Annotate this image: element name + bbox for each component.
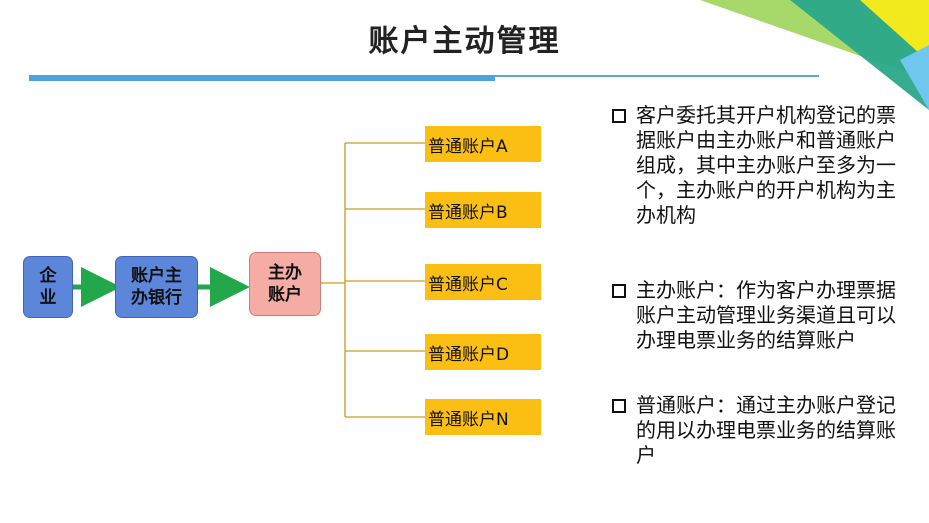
main-bank-box: 账户主 办银行 [115,256,198,318]
account-a-box: 普通账户A [425,126,541,162]
main-account-box: 主办 账户 [249,252,321,316]
account-d-box: 普通账户D [425,334,541,370]
bullet-text: 客户委托其开户机构登记的票据账户由主办账户和普通账户组成，其中主办账户至多为一个… [636,103,896,227]
bullet-item: 主办账户：作为客户办理票据账户主动管理业务渠道且可以办理电票业务的结算账户 [612,278,912,393]
bullet-text: 普通账户：通过主办账户登记的用以办理电票业务的结算账户 [636,393,896,467]
enterprise-box: 企 业 [23,256,73,318]
account-b-box: 普通账户B [425,192,541,228]
page-title: 账户主动管理 [368,24,561,59]
bullet-list: 客户委托其开户机构登记的票据账户由主办账户和普通账户组成，其中主办账户至多为一个… [612,103,912,468]
bullet-text: 主办账户：作为客户办理票据账户主动管理业务渠道且可以办理电票业务的结算账户 [636,278,896,352]
account-n-box: 普通账户N [425,399,541,435]
account-c-box: 普通账户C [425,264,541,300]
main-account-label: 主办 账户 [268,263,302,305]
square-bullet-icon [612,284,626,298]
square-bullet-icon [612,399,626,413]
bullet-item: 客户委托其开户机构登记的票据账户由主办账户和普通账户组成，其中主办账户至多为一个… [612,103,912,278]
square-bullet-icon [612,109,626,123]
enterprise-label: 企 业 [39,266,57,308]
corner-decoration [700,0,929,110]
title-underline-accent [29,75,495,81]
main-bank-label: 账户主 办银行 [131,266,182,308]
bullet-item: 普通账户：通过主办账户登记的用以办理电票业务的结算账户 [612,393,912,468]
